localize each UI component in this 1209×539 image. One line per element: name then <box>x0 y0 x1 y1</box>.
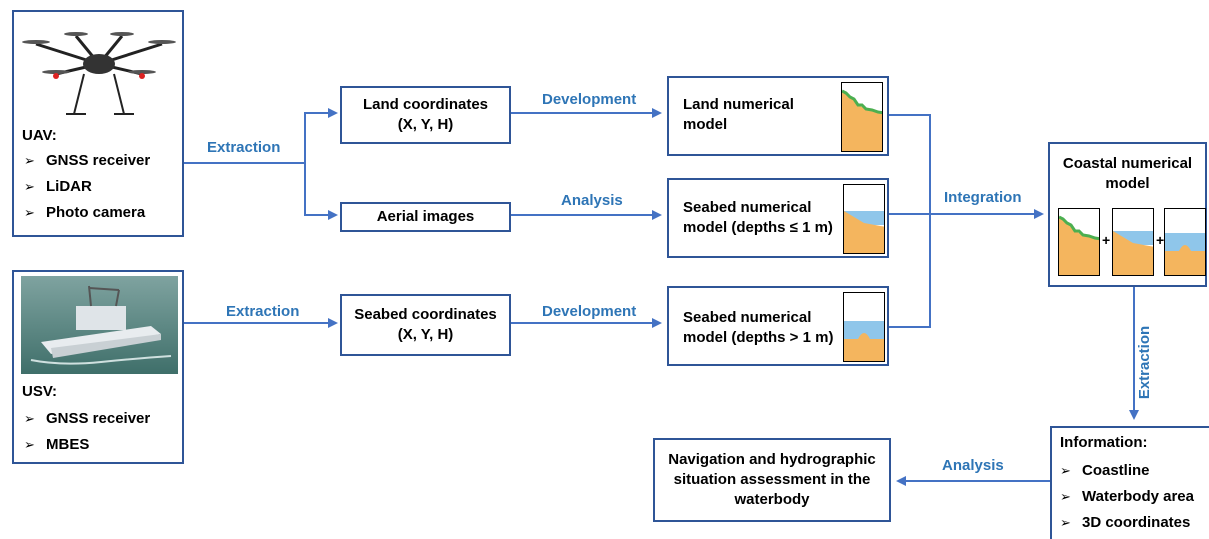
arrow-bullet-icon: ➢ <box>24 437 35 452</box>
coastal-model-line2: model <box>1105 175 1150 192</box>
arrow-bullet-icon: ➢ <box>24 153 35 168</box>
development-seabed-label: Development <box>542 303 637 320</box>
development-land-label: Development <box>542 91 637 108</box>
seabed-deep-model-box: Seabed numerical model (depths > 1 m) <box>667 286 889 366</box>
arrow-bullet-icon: ➢ <box>1060 515 1071 530</box>
arrow-bullet-icon: ➢ <box>1060 463 1071 478</box>
arrow-bullet-icon: ➢ <box>24 205 35 220</box>
coastal-numerical-model-box: Coastal numerical model + + <box>1048 142 1207 287</box>
list-item: ➢Coastline <box>1060 458 1194 484</box>
uav-panel: UAV: ➢GNSS receiver ➢LiDAR ➢Photo camera <box>12 10 184 237</box>
aerial-images-box: Aerial images <box>340 202 511 232</box>
usv-title: USV: <box>22 383 58 400</box>
information-box: Information: ➢Coastline ➢Waterbody area … <box>1050 426 1209 539</box>
navigation-assessment-box: Navigation and hydrographic situation as… <box>653 438 891 522</box>
seabed-shallow-line2: model (depths ≤ 1 m) <box>683 219 833 236</box>
seabed-shallow-line1: Seabed numerical <box>683 199 812 216</box>
coastal-deep-icon <box>1164 208 1206 276</box>
uav-title: UAV: <box>22 127 57 144</box>
arrow-bullet-icon: ➢ <box>24 411 35 426</box>
list-item: ➢3D coordinates <box>1060 510 1194 536</box>
arrow-bullet-icon: ➢ <box>24 179 35 194</box>
plus-sign-1: + <box>1102 232 1111 248</box>
list-item: ➢LiDAR <box>24 174 150 200</box>
shallow-profile-icon <box>843 184 885 254</box>
deep-profile-icon <box>843 292 885 362</box>
analysis-aerial-label: Analysis <box>561 192 623 209</box>
information-title: Information: <box>1060 434 1148 451</box>
coastal-land-icon <box>1058 208 1100 276</box>
aerial-images-label: Aerial images <box>376 208 475 225</box>
land-coordinates-line1: Land coordinates <box>362 96 489 113</box>
drone-image <box>22 32 176 115</box>
information-item-list: ➢Coastline ➢Waterbody area ➢3D coordinat… <box>1060 458 1194 536</box>
list-item: ➢GNSS receiver <box>24 148 150 174</box>
land-model-line2: model <box>683 116 728 133</box>
land-coordinates-box: Land coordinates (X, Y, H) <box>340 86 511 144</box>
list-item: ➢Photo camera <box>24 200 150 226</box>
coastal-model-line1: Coastal numerical <box>1062 155 1193 172</box>
land-numerical-model-box: Land numerical model <box>667 76 889 156</box>
list-item: ➢MBES <box>24 432 150 458</box>
integration-label: Integration <box>944 189 1022 206</box>
uav-aerial-arrow <box>304 163 338 220</box>
plus-sign-2: + <box>1156 232 1165 248</box>
usv-panel: USV: ➢GNSS receiver ➢MBES <box>12 270 184 464</box>
list-item: ➢GNSS receiver <box>24 406 150 432</box>
seabed-shallow-model-box: Seabed numerical model (depths ≤ 1 m) <box>667 178 889 258</box>
boat-image <box>21 276 178 374</box>
extraction-uav-label: Extraction <box>207 139 281 156</box>
uav-extraction-arrow <box>184 108 338 164</box>
seabed-coordinates-line1: Seabed coordinates <box>354 306 497 323</box>
land-coordinates-line2: (X, Y, H) <box>397 116 454 133</box>
navigation-line2: situation assessment in the <box>673 471 871 488</box>
uav-item-list: ➢GNSS receiver ➢LiDAR ➢Photo camera <box>24 148 150 226</box>
land-integration-line <box>889 114 931 328</box>
seabed-coordinates-line2: (X, Y, H) <box>397 326 454 343</box>
navigation-line1: Navigation and hydrographic <box>668 451 876 468</box>
coastal-shallow-icon <box>1112 208 1154 276</box>
extraction-usv-label: Extraction <box>226 303 300 320</box>
navigation-line3: waterbody <box>734 491 810 508</box>
seabed-deep-line1: Seabed numerical <box>683 309 812 326</box>
extraction-vertical-label: Extraction <box>1136 325 1154 400</box>
analysis-bottom-label: Analysis <box>942 457 1004 474</box>
arrow-bullet-icon: ➢ <box>1060 489 1071 504</box>
seabed-coordinates-box: Seabed coordinates (X, Y, H) <box>340 294 511 356</box>
list-item: ➢Waterbody area <box>1060 484 1194 510</box>
seabed-deep-line2: model (depths > 1 m) <box>683 329 834 346</box>
usv-item-list: ➢GNSS receiver ➢MBES <box>24 406 150 458</box>
land-profile-icon <box>841 82 883 152</box>
land-model-line1: Land numerical <box>683 96 794 113</box>
